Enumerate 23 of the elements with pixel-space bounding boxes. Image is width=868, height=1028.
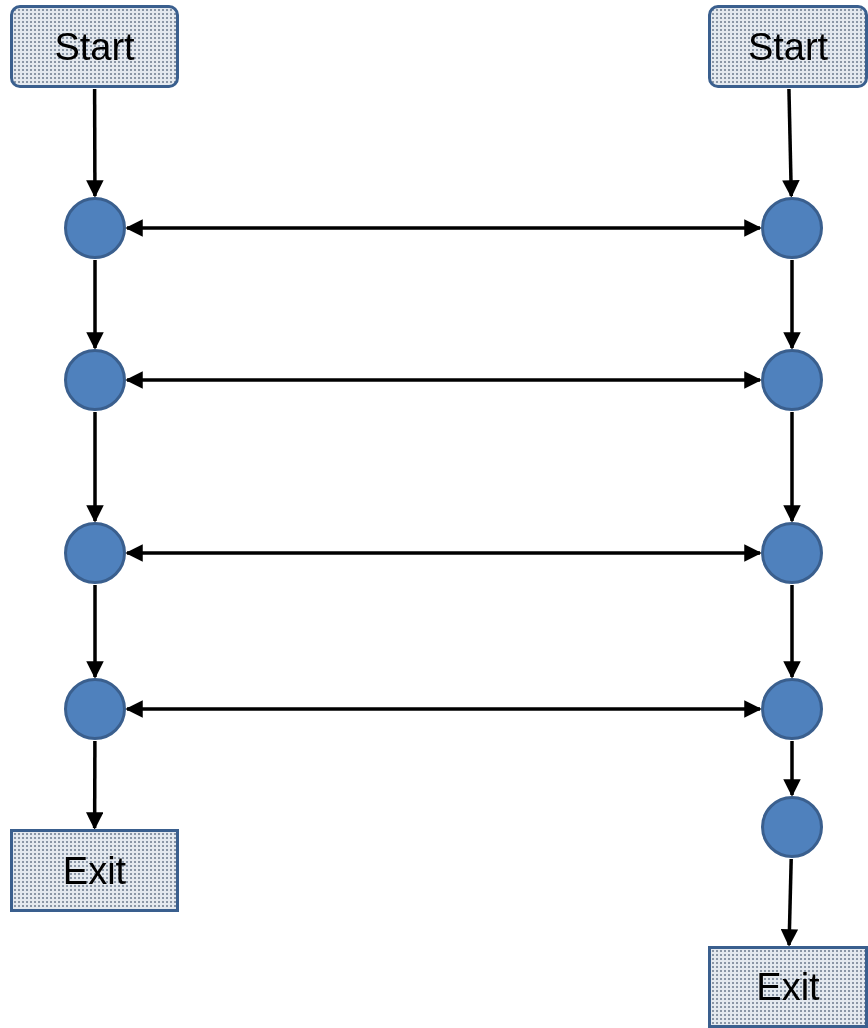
- arrow: [125, 544, 762, 562]
- arrow: [783, 412, 801, 523]
- arrow: [780, 858, 799, 947]
- arrow: [125, 700, 762, 718]
- start-box: [708, 5, 868, 88]
- node-label: Exit: [756, 968, 820, 1006]
- node-label: Start: [747, 27, 829, 66]
- arrow: [783, 260, 801, 350]
- arrow: [86, 412, 104, 523]
- arrow: [86, 260, 104, 350]
- arrow: [86, 89, 104, 198]
- arrow: [86, 585, 104, 679]
- node-label: Exit: [62, 851, 127, 890]
- exit-box: [708, 946, 868, 1028]
- node-label: Start: [54, 27, 135, 66]
- arrow: [125, 371, 762, 389]
- arrow: [783, 741, 801, 797]
- exit-box: [10, 829, 179, 912]
- arrow: [125, 219, 762, 237]
- arrow: [783, 585, 801, 679]
- arrow: [85, 741, 104, 830]
- start-box: [10, 5, 179, 88]
- arrow: [782, 88, 800, 198]
